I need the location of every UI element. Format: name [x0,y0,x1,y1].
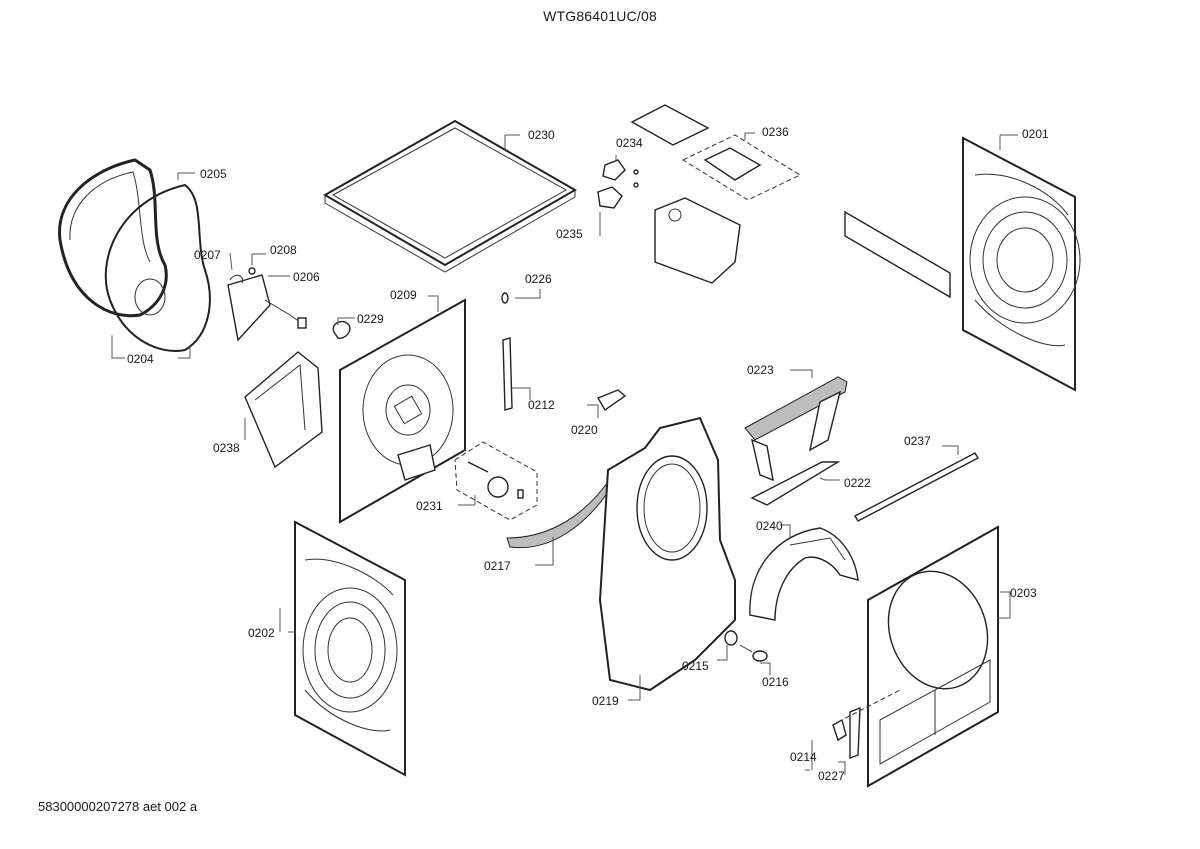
part-0216-roller-axle[interactable] [739,644,768,662]
label-0237[interactable]: 0237 [904,434,931,448]
part-0207-clip[interactable] [229,274,244,284]
label-0204[interactable]: 0204 [127,352,154,366]
part-0235-thermostat[interactable] [597,186,623,209]
part-cover-plate[interactable] [630,104,710,146]
label-0219[interactable]: 0219 [592,694,619,708]
part-0230-worktop[interactable] [322,119,578,273]
label-0240[interactable]: 0240 [756,519,783,533]
leader-lines [111,132,1018,775]
label-0220[interactable]: 0220 [571,423,598,437]
label-0217[interactable]: 0217 [484,559,511,573]
part-0205-gasket[interactable] [58,158,168,318]
part-0231-repair-kit[interactable] [454,441,538,521]
part-0226-spacer[interactable] [501,292,509,304]
part-0229-clamp[interactable] [332,320,351,339]
part-0203-front-panel[interactable] [867,525,1004,788]
label-0212[interactable]: 0212 [528,398,555,412]
label-0202[interactable]: 0202 [248,626,275,640]
part-0215-roller[interactable] [724,630,738,646]
part-0220-holder[interactable] [596,389,627,412]
label-0222[interactable]: 0222 [844,476,871,490]
label-0236[interactable]: 0236 [762,125,789,139]
label-0214[interactable]: 0214 [790,750,817,764]
part-0212-strip[interactable] [502,337,513,411]
assembly-guide-line [837,689,901,723]
part-0202-side-panel[interactable] [294,520,406,777]
part-0219-bearing-shield[interactable] [598,416,736,692]
label-0238[interactable]: 0238 [213,441,240,455]
diagram-title: WTG86401UC/08 [543,8,657,24]
part-0223-lint-filter[interactable] [744,376,848,482]
document-code: 58300000207278 aet 002 a [38,799,198,814]
label-0235[interactable]: 0235 [556,227,583,241]
part-0234-thermostat[interactable] [602,159,639,188]
part-0201-side-panel[interactable] [962,136,1081,392]
part-0209-rear-panel[interactable] [339,298,466,524]
part-0236-heater-kit[interactable] [681,134,802,201]
label-0208[interactable]: 0208 [270,243,297,257]
label-0209[interactable]: 0209 [390,288,417,302]
part-labels: 0201 0202 0203 0204 0205 0206 0207 0208 … [127,125,1049,783]
label-0230[interactable]: 0230 [528,128,555,142]
part-heater-housing[interactable] [654,197,741,284]
label-0226[interactable]: 0226 [525,272,552,286]
label-0223[interactable]: 0223 [747,363,774,377]
label-0205[interactable]: 0205 [200,167,227,181]
part-0206-bracket[interactable] [227,274,307,342]
label-0206[interactable]: 0206 [293,270,320,284]
part-0214-door-lock[interactable] [832,718,847,742]
part-0222-filter-seal[interactable] [750,461,841,506]
label-0215[interactable]: 0215 [682,659,709,673]
label-0207[interactable]: 0207 [194,248,221,262]
part-control-strip[interactable] [844,210,951,299]
part-0208-screw[interactable] [248,267,256,275]
part-0204-gasket[interactable] [104,183,211,352]
part-0237-rail[interactable] [854,452,979,522]
part-0227-cover[interactable] [849,706,861,760]
part-0238-duct[interactable] [244,351,323,469]
part-0240-air-duct[interactable] [749,527,859,621]
label-0203[interactable]: 0203 [1010,586,1037,600]
label-0227[interactable]: 0227 [818,769,845,783]
label-0231[interactable]: 0231 [416,499,443,513]
label-0234[interactable]: 0234 [616,136,643,150]
label-0216[interactable]: 0216 [762,675,789,689]
label-0201[interactable]: 0201 [1022,127,1049,141]
label-0229[interactable]: 0229 [357,312,384,326]
